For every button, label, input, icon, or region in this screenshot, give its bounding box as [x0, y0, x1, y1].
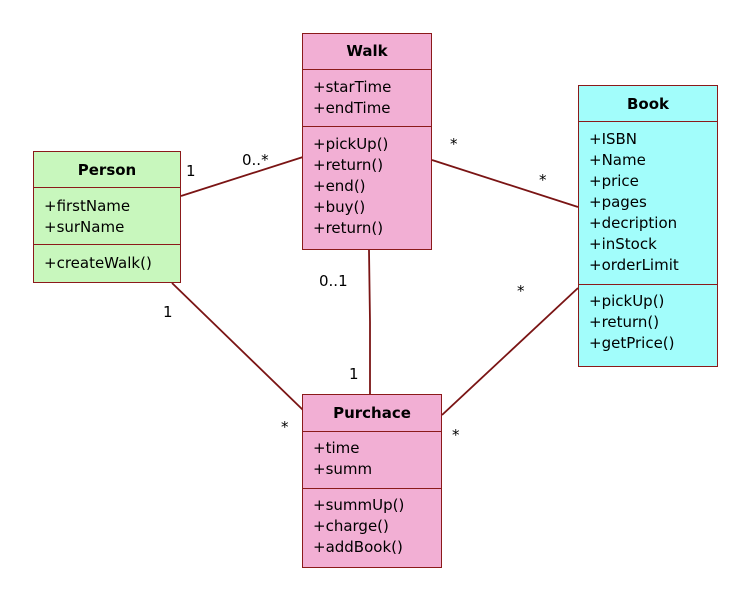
operation: +return() [313, 219, 384, 237]
attribute: +endTime [313, 99, 391, 117]
assoc-person-purchace [171, 282, 304, 411]
operation: +createWalk() [44, 254, 152, 272]
attribute: +Name [589, 151, 646, 169]
attribute: +orderLimit [589, 256, 679, 274]
class-purchace[interactable]: Purchace +time +summ +summUp() +charge()… [302, 394, 442, 568]
class-book-attributes: +ISBN +Name +price +pages +decription +i… [579, 122, 717, 285]
operation: +summUp() [313, 496, 405, 514]
attribute: +ISBN [589, 130, 638, 148]
class-person-title: Person [34, 152, 180, 188]
multiplicity-label: 1 [349, 365, 359, 383]
attribute: +pages [589, 193, 647, 211]
operation: +addBook() [313, 538, 403, 556]
attribute: +price [589, 172, 639, 190]
class-walk-operations: +pickUp() +return() +end() +buy() +retur… [303, 127, 431, 239]
operation: +return() [313, 156, 384, 174]
class-person[interactable]: Person +firstName +surName +createWalk() [33, 151, 181, 283]
operation: +charge() [313, 517, 389, 535]
multiplicity-label: 0..1 [319, 272, 348, 290]
multiplicity-label: * [452, 426, 460, 444]
class-book-title: Book [579, 86, 717, 122]
operation: +return() [589, 313, 660, 331]
multiplicity-label: * [281, 418, 289, 436]
operation: +end() [313, 177, 366, 195]
multiplicity-label: 1 [186, 162, 196, 180]
attribute: +starTime [313, 78, 392, 96]
class-person-attributes: +firstName +surName [34, 188, 180, 245]
attribute: +time [313, 439, 360, 457]
class-book[interactable]: Book +ISBN +Name +price +pages +decripti… [578, 85, 718, 367]
assoc-walk-book [431, 159, 579, 208]
class-purchace-attributes: +time +summ [303, 432, 441, 489]
attribute: +inStock [589, 235, 657, 253]
multiplicity-label: * [517, 282, 525, 300]
operation: +getPrice() [589, 334, 675, 352]
operation: +pickUp() [589, 292, 665, 310]
class-purchace-operations: +summUp() +charge() +addBook() [303, 489, 441, 558]
attribute: +summ [313, 460, 373, 478]
attribute: +surName [44, 218, 125, 236]
assoc-book-purchace [441, 287, 579, 416]
class-walk[interactable]: Walk +starTime +endTime +pickUp() +retur… [302, 33, 432, 250]
assoc-person-walk [180, 156, 304, 197]
class-walk-attributes: +starTime +endTime [303, 70, 431, 127]
multiplicity-label: * [450, 135, 458, 153]
class-book-operations: +pickUp() +return() +getPrice() [579, 285, 717, 354]
assoc-walk-purchace [368, 249, 371, 395]
operation: +pickUp() [313, 135, 389, 153]
class-person-operations: +createWalk() [34, 245, 180, 274]
attribute: +decription [589, 214, 678, 232]
multiplicity-label: * [539, 171, 547, 189]
operation: +buy() [313, 198, 366, 216]
multiplicity-label: 0..* [242, 151, 269, 169]
class-purchace-title: Purchace [303, 395, 441, 432]
multiplicity-label: 1 [163, 303, 173, 321]
class-walk-title: Walk [303, 34, 431, 70]
attribute: +firstName [44, 197, 131, 215]
